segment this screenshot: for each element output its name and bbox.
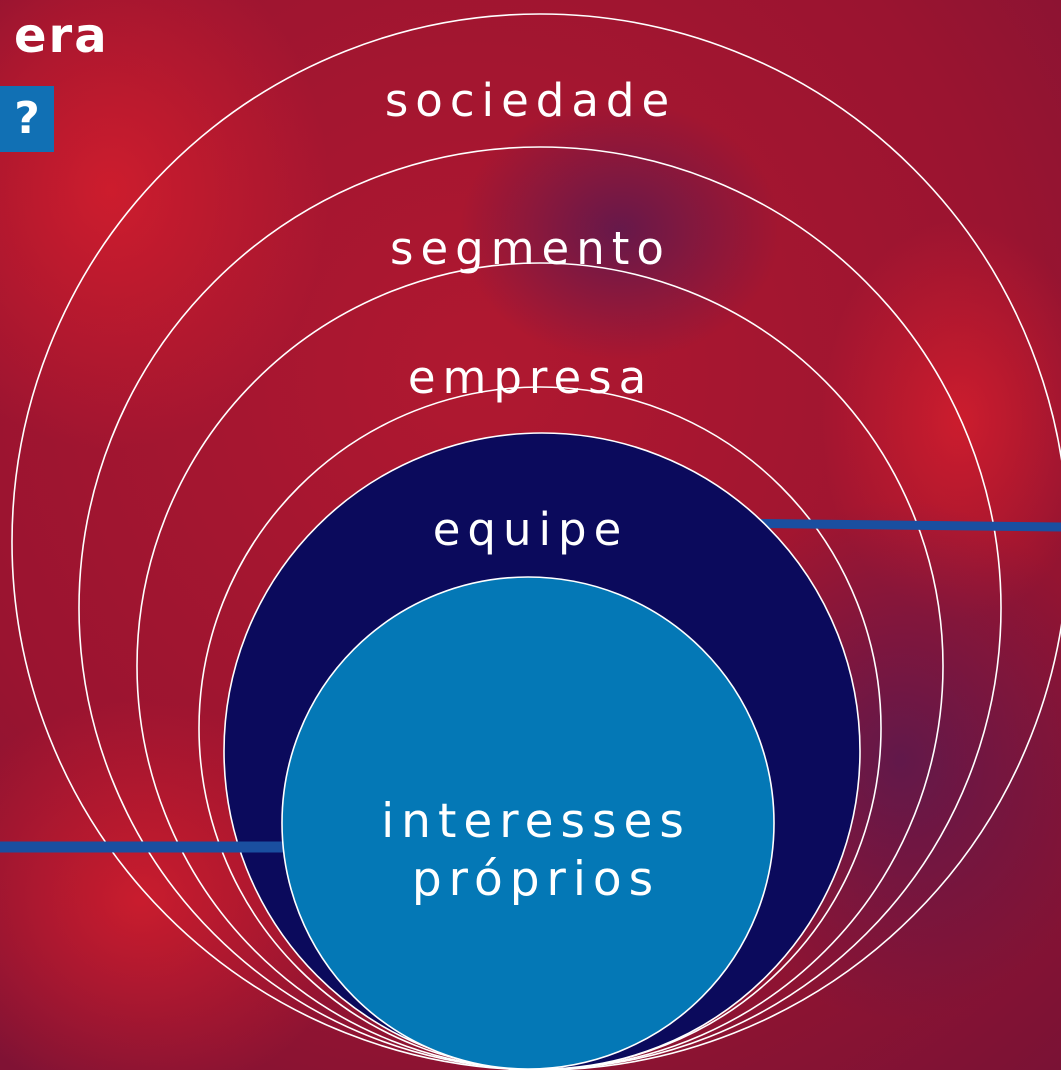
connector-line-right (721, 518, 1061, 532)
ring-label-equipe: equipe (432, 503, 629, 556)
ring-label-segmento: segmento (390, 222, 671, 275)
ring-sociedade (11, 13, 1061, 1070)
core-label-line-1: interesses (381, 794, 691, 849)
ring-label-empresa: empresa (407, 351, 654, 404)
core-label-line-2: próprios (411, 852, 661, 907)
page-title-fragment: era (14, 8, 109, 64)
question-mark-badge: ? (0, 86, 54, 152)
ring-label-sociedade: sociedade (384, 74, 677, 127)
core-label: interesses próprios (331, 793, 741, 909)
core-interesses-proprios (281, 576, 775, 1070)
